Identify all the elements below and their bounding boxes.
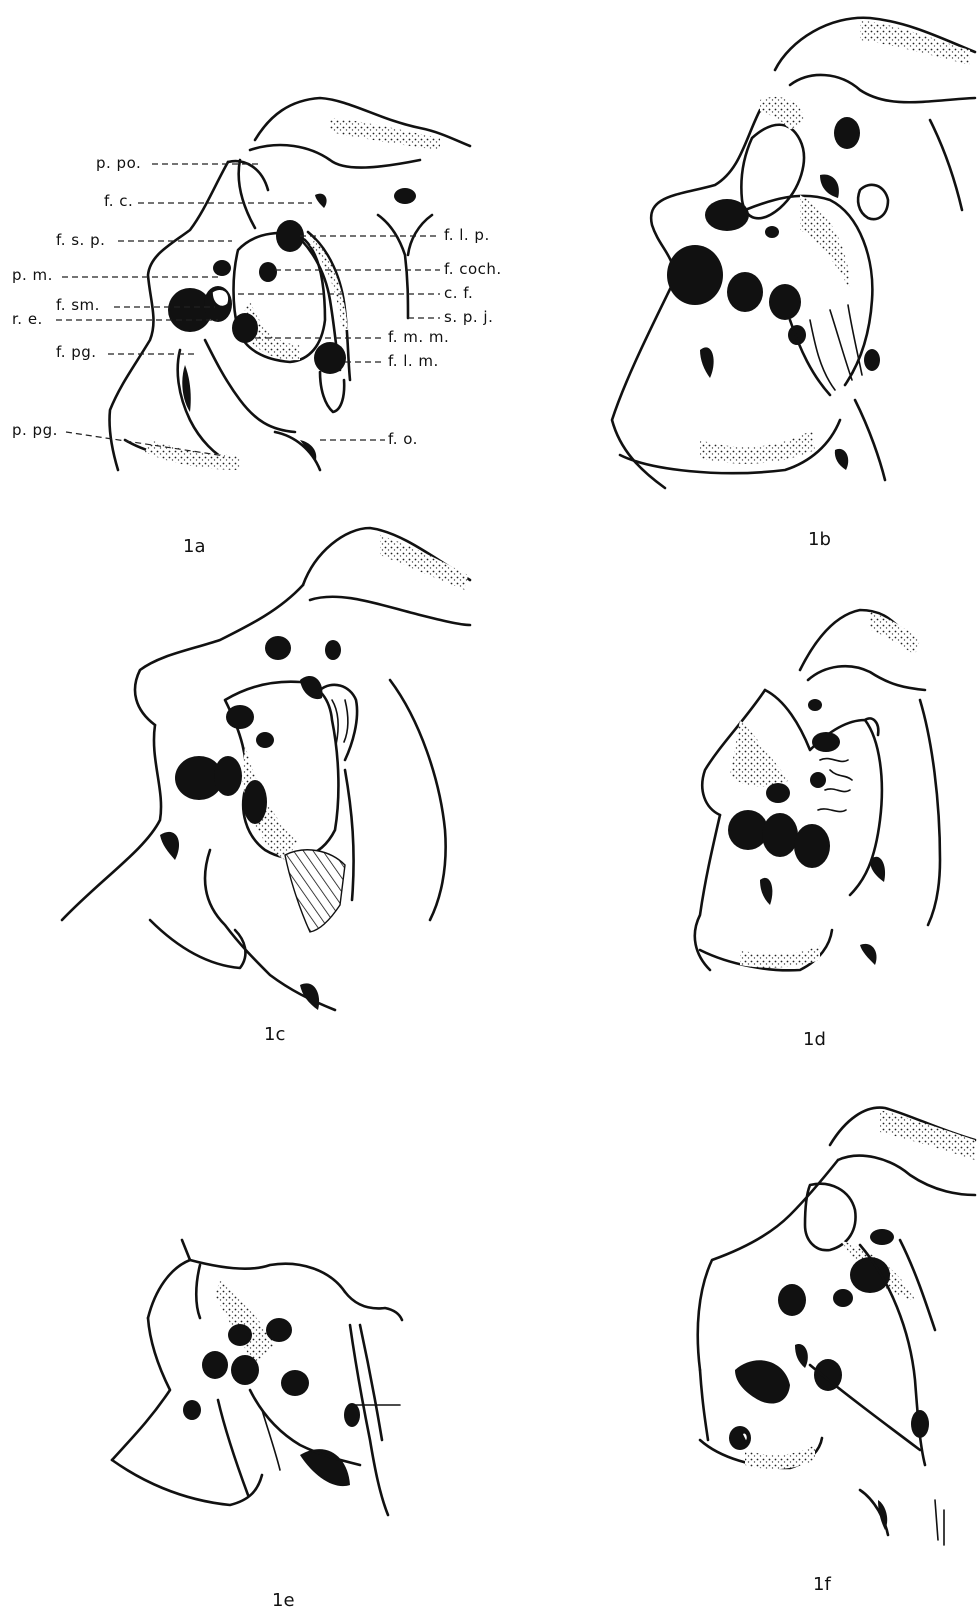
figure-1a bbox=[109, 98, 470, 470]
label-f-coch: f. coch. bbox=[444, 260, 502, 278]
caption-1b: 1b bbox=[808, 529, 831, 550]
caption-1e: 1e bbox=[272, 1590, 295, 1611]
caption-1d: 1d bbox=[803, 1029, 826, 1050]
figure-1d bbox=[695, 610, 940, 970]
label-f-pg: f. pg. bbox=[56, 343, 97, 361]
label-c-f: c. f. bbox=[444, 284, 473, 302]
label-f-o: f. o. bbox=[388, 430, 418, 448]
label-f-s-p: f. s. p. bbox=[56, 231, 105, 249]
label-f-c: f. c. bbox=[104, 192, 133, 210]
caption-1f: 1f bbox=[813, 1574, 831, 1595]
figure-1b bbox=[612, 18, 975, 488]
label-p-po: p. po. bbox=[96, 154, 141, 172]
label-p-m: p. m. bbox=[12, 266, 53, 284]
caption-1c: 1c bbox=[264, 1024, 285, 1045]
caption-1a: 1a bbox=[183, 536, 205, 557]
figure-1c bbox=[62, 528, 470, 1010]
figure-1e bbox=[112, 1240, 402, 1515]
label-p-pg: p. pg. bbox=[12, 421, 58, 439]
label-f-m-m: f. m. m. bbox=[388, 328, 449, 346]
label-f-l-p: f. l. p. bbox=[444, 226, 490, 244]
label-s-p-j: s. p. j. bbox=[444, 308, 493, 326]
label-r-e: r. e. bbox=[12, 310, 43, 328]
figure-1a-labels: p. po. f. c. f. s. p. p. m. f. sm. r. e.… bbox=[12, 154, 502, 456]
figure-1f bbox=[698, 1108, 975, 1545]
label-f-sm: f. sm. bbox=[56, 296, 100, 314]
label-f-l-m: f. l. m. bbox=[388, 352, 439, 370]
